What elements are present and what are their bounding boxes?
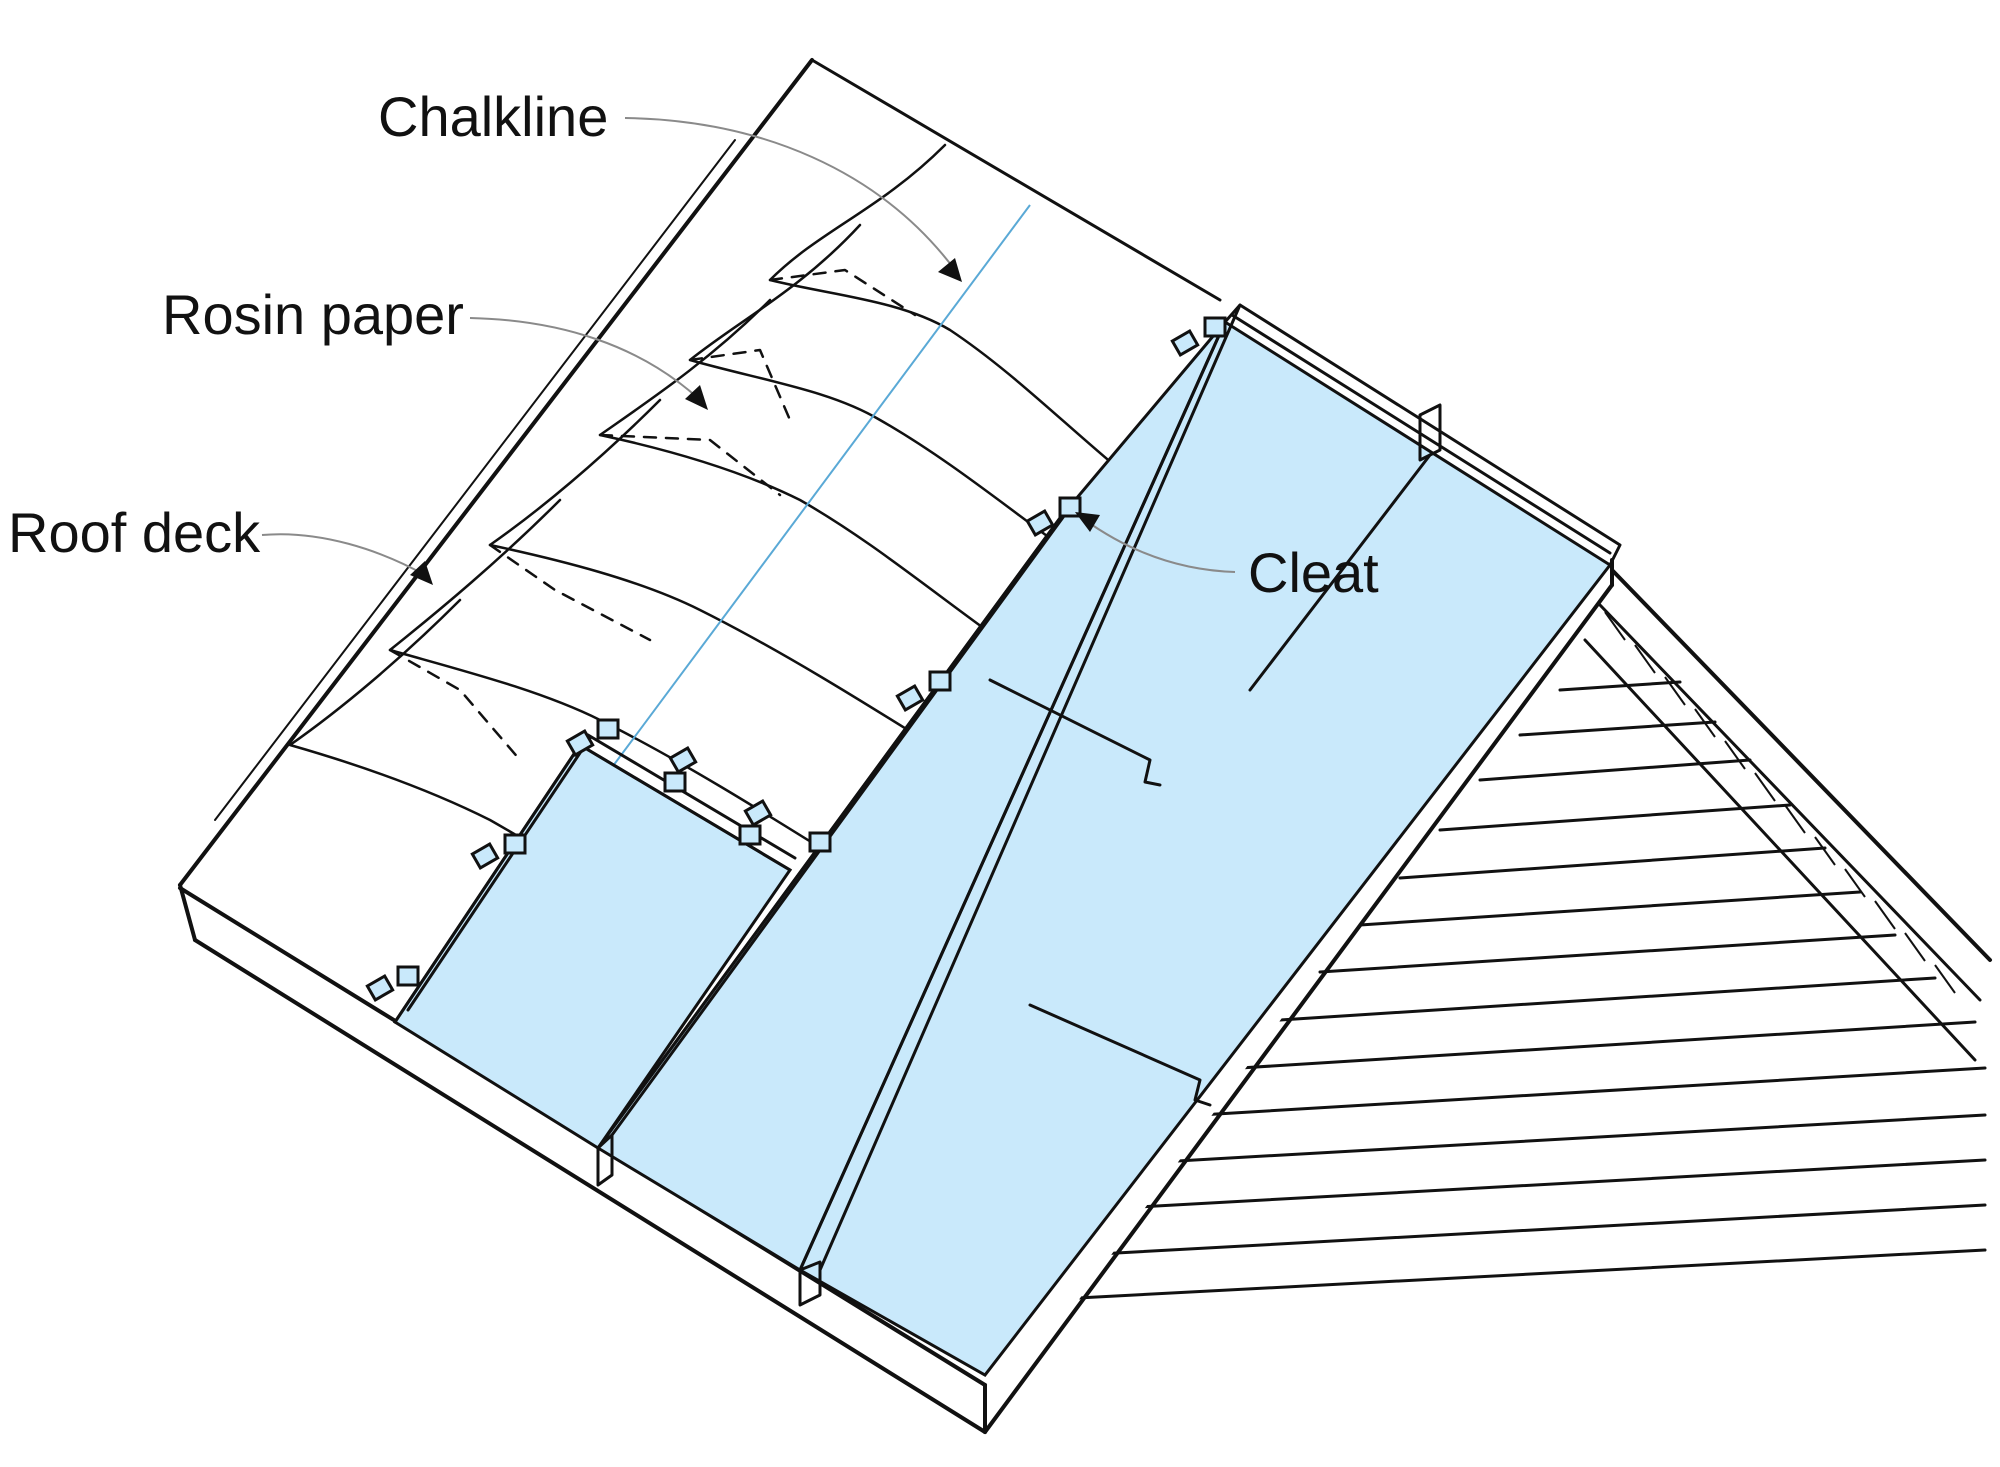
label-rosin-paper: Rosin paper [162, 283, 464, 346]
arrow-rosin-paper-icon [685, 385, 708, 410]
rake-trim [1583, 568, 1992, 1062]
label-chalkline: Chalkline [378, 85, 608, 148]
cleat-8 [365, 965, 420, 1002]
siding-lines [1038, 680, 1987, 1302]
cleat-9 [808, 831, 832, 853]
arrow-chalkline-icon [938, 258, 962, 282]
cleat-3 [895, 670, 952, 712]
rosin-paper-courses [288, 143, 1122, 962]
cleat-2 [1025, 496, 1082, 537]
leaders [261, 117, 1236, 576]
leader-chalkline [624, 117, 956, 271]
metal-pans [392, 303, 1622, 1377]
arrowheads [410, 258, 1100, 585]
cleats [365, 316, 1227, 1002]
cleat-5 [663, 746, 698, 793]
leader-rosin-paper [469, 317, 701, 401]
leader-roof-deck [261, 533, 426, 576]
arrow-cleat-icon [1075, 512, 1100, 532]
label-roof-deck: Roof deck [8, 501, 261, 564]
cleat-4 [565, 718, 620, 757]
cleat-7 [470, 833, 527, 870]
label-cleat: Cleat [1248, 541, 1379, 604]
arrow-roof-deck-icon [410, 561, 433, 585]
cleat-6 [738, 799, 773, 846]
leader-cleat [1084, 519, 1236, 573]
chalkline-mark [609, 204, 1031, 771]
cleat-1 [1170, 316, 1227, 357]
